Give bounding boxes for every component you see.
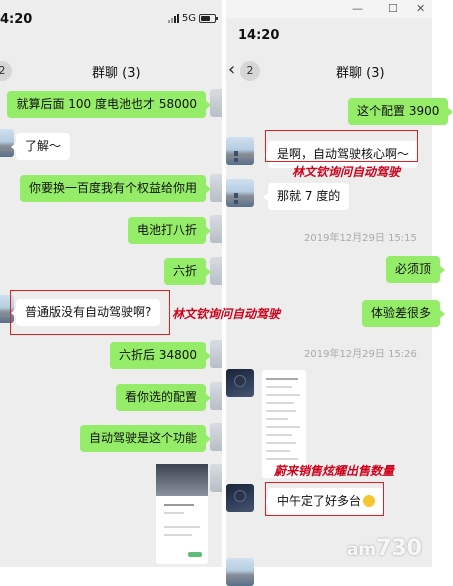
chat-header: ‹ 2 群聊 (3) [226, 56, 432, 86]
annotation-label: 林文钦询问自动驾驶 [292, 165, 401, 179]
highlight-box [10, 290, 170, 335]
timestamp: 2019年12月29日 15:26 [304, 349, 417, 360]
status-bar: 14:20 [226, 0, 432, 43]
avatar[interactable] [226, 137, 254, 165]
avatar[interactable] [226, 179, 254, 207]
back-chevron-icon[interactable]: ‹ [228, 59, 236, 80]
car-photo [156, 464, 208, 496]
avatar[interactable] [226, 558, 254, 586]
battery-icon [199, 14, 218, 23]
chat-title: 群聊 (3) [92, 66, 141, 81]
message-bubble[interactable]: 六折后 34800 [110, 342, 211, 369]
message-bubble[interactable]: 自动驾驶是这个功能 [79, 425, 212, 452]
image-message[interactable] [262, 370, 306, 478]
status-time: 14:20 [238, 28, 280, 43]
confirm-button-icon [188, 552, 202, 557]
status-bar: 4:20 5G [0, 0, 222, 32]
grin-emoji-icon [363, 495, 376, 507]
unread-badge[interactable]: 2 [0, 61, 12, 81]
right-chat-screen: 14:20 ‹ 2 群聊 (3) 这个配置 3900 是啊，自动驾驶核心啊～ 那… [226, 18, 453, 586]
minimize-icon[interactable]: — [352, 2, 363, 15]
message-bubble[interactable]: 看你选的配置 [115, 384, 212, 411]
status-time: 4:20 [0, 12, 33, 27]
watermark-logo: am730 [346, 536, 422, 561]
highlight-box [265, 130, 418, 162]
window-titlebar: — ☐ ✕ [226, 0, 432, 18]
avatar[interactable] [0, 129, 14, 157]
message-bubble[interactable]: 就算后面 100 度电池也才 58000 [7, 91, 211, 118]
close-icon[interactable]: ✕ [416, 2, 426, 15]
message-bubble[interactable]: 电池打八折 [127, 217, 212, 244]
avatar[interactable] [226, 484, 254, 512]
message-text: 中午定了好多台 [277, 494, 362, 508]
pane-divider [222, 0, 226, 567]
network-indicator: 5G [167, 13, 218, 24]
annotation-label: 林文钦询问自动驾驶 [172, 307, 281, 321]
message-bubble[interactable]: 那就 7 度的 [262, 183, 350, 210]
timestamp: 2019年12月29日 15:15 [304, 233, 417, 244]
chat-header: 2 群聊 (3) [0, 56, 222, 86]
signal-icon [167, 14, 179, 23]
message-bubble[interactable]: 这个配置 3900 [348, 98, 453, 125]
image-message[interactable] [156, 464, 208, 564]
message-bubble[interactable]: 六折 [163, 258, 212, 285]
message-bubble[interactable]: 普通版没有自动驾驶啊? [10, 299, 161, 326]
message-bubble[interactable]: 体验差很多 [362, 300, 446, 327]
message-bubble[interactable]: 是啊，自动驾驶核心啊～ [262, 141, 419, 168]
left-chat-screen: 4:20 5G 2 群聊 (3) 就算后面 100 度电池也才 58000 了解… [0, 0, 238, 567]
annotation-label: 蔚来销售炫耀出售数量 [274, 464, 395, 478]
maximize-icon[interactable]: ☐ [388, 2, 398, 15]
message-bubble[interactable]: 你要换一百度我有个权益给你用 [19, 175, 212, 202]
chat-title: 群聊 (3) [336, 66, 385, 81]
message-bubble[interactable]: 必须顶 [386, 256, 446, 283]
unread-badge[interactable]: 2 [240, 61, 260, 81]
highlight-box [265, 482, 384, 516]
message-bubble[interactable]: 中午定了好多台 [262, 488, 385, 515]
network-type: 5G [181, 13, 196, 24]
avatar[interactable] [226, 369, 254, 397]
message-bubble[interactable]: 了解～ [10, 133, 71, 160]
